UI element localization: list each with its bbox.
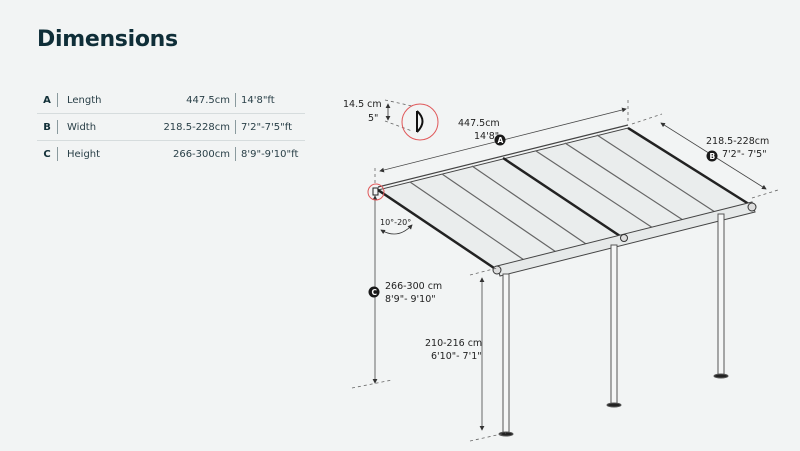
row-ft: 7'2"-7'5"ft (241, 121, 293, 133)
roof (376, 124, 757, 277)
row-letter: C (43, 148, 51, 160)
bracket-highlight-circle (367, 183, 385, 201)
width-cm-label: 218.5-228cm (706, 136, 769, 147)
divider (235, 147, 236, 161)
bracket-icon (372, 187, 379, 196)
row-label: Width (67, 121, 97, 133)
divider (235, 93, 236, 107)
table-row-height: C Height 266-300cm 8'9"-9'10"ft (37, 141, 305, 167)
post-ft-label: 6'10"- 7'1" (431, 351, 482, 362)
badge-c (368, 286, 380, 298)
length-ft-label: 14'8" (474, 131, 499, 142)
row-label: Length (67, 94, 102, 106)
badge-a-text: A (498, 136, 504, 145)
row-cm: 447.5cm (186, 94, 230, 106)
profile-cm-label: 14.5 cm (343, 99, 382, 110)
height-cm-label: 266-300 cm (385, 281, 442, 292)
divider (57, 147, 58, 161)
divider (235, 120, 236, 134)
row-cm: 218.5-228cm (163, 121, 230, 133)
length-cm-label: 447.5cm (458, 118, 500, 129)
width-ft-label: 7'2"- 7'5" (722, 149, 767, 160)
row-label: Height (67, 148, 101, 160)
badge-b-text: B (710, 152, 716, 161)
posts (498, 213, 729, 437)
post-cm-label: 210-216 cm (425, 338, 482, 349)
row-letter: B (43, 121, 51, 133)
dimensions-table: A Length 447.5cm 14'8"ft B Width 218.5-2… (37, 87, 305, 167)
badge-b (706, 150, 718, 162)
angle-label: 10°-20° (380, 218, 411, 227)
profile-icon (416, 110, 424, 133)
table-row-width: B Width 218.5-228cm 7'2"-7'5"ft (37, 114, 305, 141)
divider (57, 93, 58, 107)
divider (57, 120, 58, 134)
profile-in-label: 5" (368, 113, 378, 124)
table-row-length: A Length 447.5cm 14'8"ft (37, 87, 305, 114)
badge-c-text: C (372, 288, 378, 297)
row-cm: 266-300cm (172, 148, 230, 160)
row-ft: 14'8"ft (241, 94, 275, 106)
badge-a (494, 134, 506, 146)
height-ft-label: 8'9"- 9'10" (385, 294, 436, 305)
row-letter: A (43, 94, 51, 106)
row-ft: 8'9"-9'10"ft (241, 148, 299, 160)
page-title: Dimensions (37, 27, 178, 52)
profile-highlight-circle (401, 103, 439, 141)
